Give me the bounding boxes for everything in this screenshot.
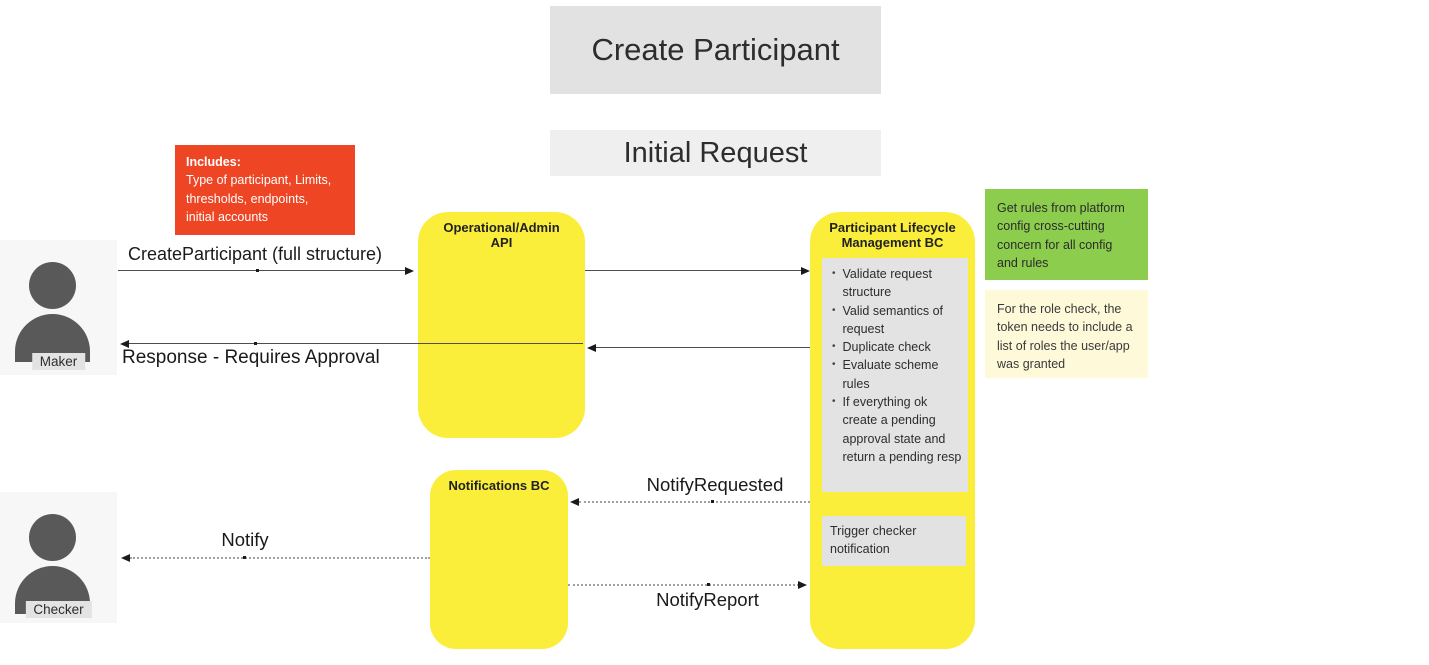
component-title: Participant Lifecycle Management BC <box>829 220 956 250</box>
validation-step: Validate request structure <box>830 265 965 302</box>
arrowhead-right-icon <box>405 267 414 275</box>
message-notify-requested-label[interactable]: NotifyRequested <box>646 474 784 495</box>
note-role-check[interactable]: For the role check, the token needs to i… <box>985 290 1148 378</box>
person-icon <box>29 262 76 309</box>
component-notifications-bc[interactable]: Notifications BC <box>430 470 568 649</box>
diagram-subtitle-box[interactable]: Initial Request <box>550 130 881 176</box>
actor-checker[interactable]: Checker <box>0 492 117 623</box>
arrow-notify-report[interactable] <box>568 584 799 586</box>
arrow-notify-requested[interactable] <box>579 501 810 503</box>
message-notify-label[interactable]: Notify <box>221 529 269 550</box>
waypoint-dot <box>254 342 257 345</box>
note-includes[interactable]: Includes: Type of participant, Limits, t… <box>175 145 355 235</box>
actor-checker-label: Checker <box>25 601 92 618</box>
component-participant-lifecycle-bc[interactable]: Participant Lifecycle Management BC Vali… <box>810 212 975 649</box>
arrow-create-participant[interactable] <box>118 270 406 271</box>
trigger-checker-panel[interactable]: Trigger checker notification <box>822 516 966 566</box>
component-operational-admin-api[interactable]: Operational/Admin API <box>418 212 585 438</box>
validation-step: Evaluate scheme rules <box>830 356 965 393</box>
arrow-response-back[interactable] <box>596 347 810 348</box>
arrowhead-right-icon <box>801 267 810 275</box>
message-create-participant-label[interactable]: CreateParticipant (full structure) <box>127 244 383 264</box>
component-title: Notifications BC <box>448 478 550 493</box>
waypoint-dot <box>707 583 710 586</box>
diagram-subtitle: Initial Request <box>623 136 808 169</box>
waypoint-dot <box>711 500 714 503</box>
arrowhead-left-icon <box>120 340 129 348</box>
waypoint-dot <box>243 556 246 559</box>
note-includes-body: Type of participant, Limits, thresholds,… <box>186 173 332 225</box>
validation-step: Valid semantics of request <box>830 302 965 339</box>
arrow-create-participant-forward[interactable] <box>585 270 802 271</box>
arrowhead-left-icon <box>121 554 130 562</box>
note-includes-heading: Includes: <box>186 155 241 169</box>
actor-maker[interactable]: Maker <box>0 240 117 375</box>
component-title: Operational/Admin API <box>443 220 560 250</box>
arrowhead-left-icon <box>570 498 579 506</box>
validation-step: Duplicate check <box>830 338 965 356</box>
validation-step: If everything ok create a pending approv… <box>830 393 965 466</box>
arrowhead-left-icon <box>587 344 596 352</box>
validation-steps-list: Validate request structure Valid semanti… <box>830 265 965 466</box>
message-response-label[interactable]: Response - Requires Approval <box>122 347 380 368</box>
actor-maker-label: Maker <box>31 353 86 370</box>
person-icon <box>29 514 76 561</box>
arrow-notify[interactable] <box>130 557 430 559</box>
note-platform-config[interactable]: Get rules from platform config cross-cut… <box>985 189 1148 280</box>
message-notify-report-label[interactable]: NotifyReport <box>656 589 759 610</box>
arrow-response[interactable] <box>129 343 583 344</box>
waypoint-dot <box>256 269 259 272</box>
arrowhead-right-icon <box>798 581 807 589</box>
validation-steps-panel[interactable]: Validate request structure Valid semanti… <box>822 258 968 492</box>
diagram-title: Create Participant <box>591 32 840 67</box>
diagram-title-box[interactable]: Create Participant <box>550 6 881 94</box>
